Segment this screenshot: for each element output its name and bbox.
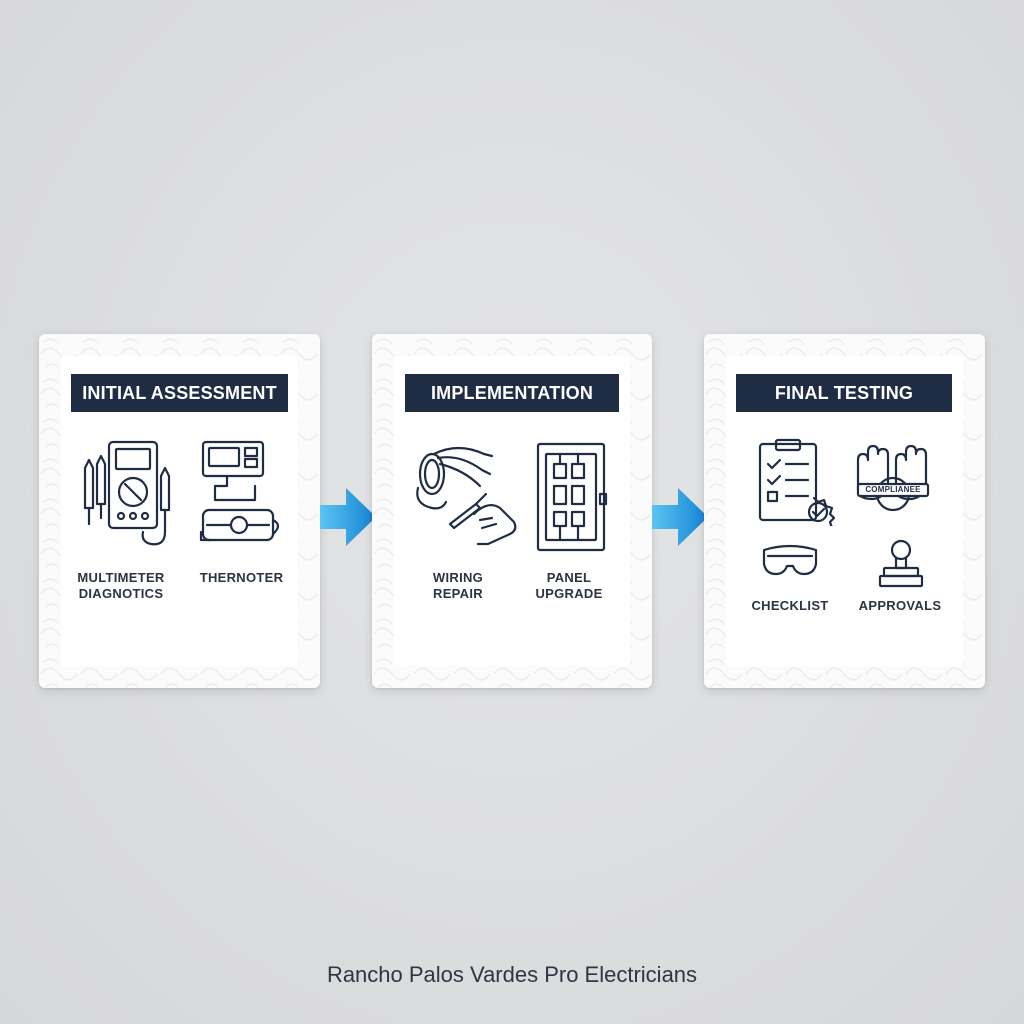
arrow-right-icon: [320, 488, 378, 546]
wiring-repair-icon: [412, 444, 522, 554]
safety-goggles-icon: [760, 542, 820, 582]
item-label: THERNOTER: [199, 570, 284, 585]
checklist-clipboard-icon: [756, 438, 836, 526]
stage-title: IMPLEMENTATION: [405, 374, 619, 412]
company-name-footer: Rancho Palos Vardes Pro Electricians: [326, 962, 698, 987]
stage-title: INITIAL ASSESSMENT: [71, 374, 288, 412]
item-label: CHECKLIST: [751, 598, 829, 613]
arrow-right-icon: [652, 488, 710, 546]
multimeter-icon: [77, 440, 212, 555]
thermometer-device-icon: [197, 440, 287, 555]
item-label: WIRING REPAIR: [432, 570, 484, 601]
compliance-badge-text: COMPLIANEE: [865, 485, 921, 494]
electrical-panel-icon: [534, 442, 614, 554]
stage-card-implementation: IMPLEMENTATION WIRING REPAIR P: [372, 334, 652, 688]
gloves-compliance-icon: COMPLIANEE: [852, 444, 934, 522]
stage-card-initial-assessment: INITIAL ASSESSMENT MULTIMETER DIAGNOTICS: [39, 334, 320, 688]
item-label: PANEL UPGRADE: [535, 570, 603, 601]
item-label: MULTIMETER DIAGNOTICS: [77, 570, 165, 601]
item-label: APPROVALS: [858, 598, 942, 613]
stage-card-final-testing: FINAL TESTING COMPLIANEE CHECKLIST: [704, 334, 985, 688]
approval-stamp-icon: [876, 538, 926, 590]
stage-title: FINAL TESTING: [736, 374, 952, 412]
